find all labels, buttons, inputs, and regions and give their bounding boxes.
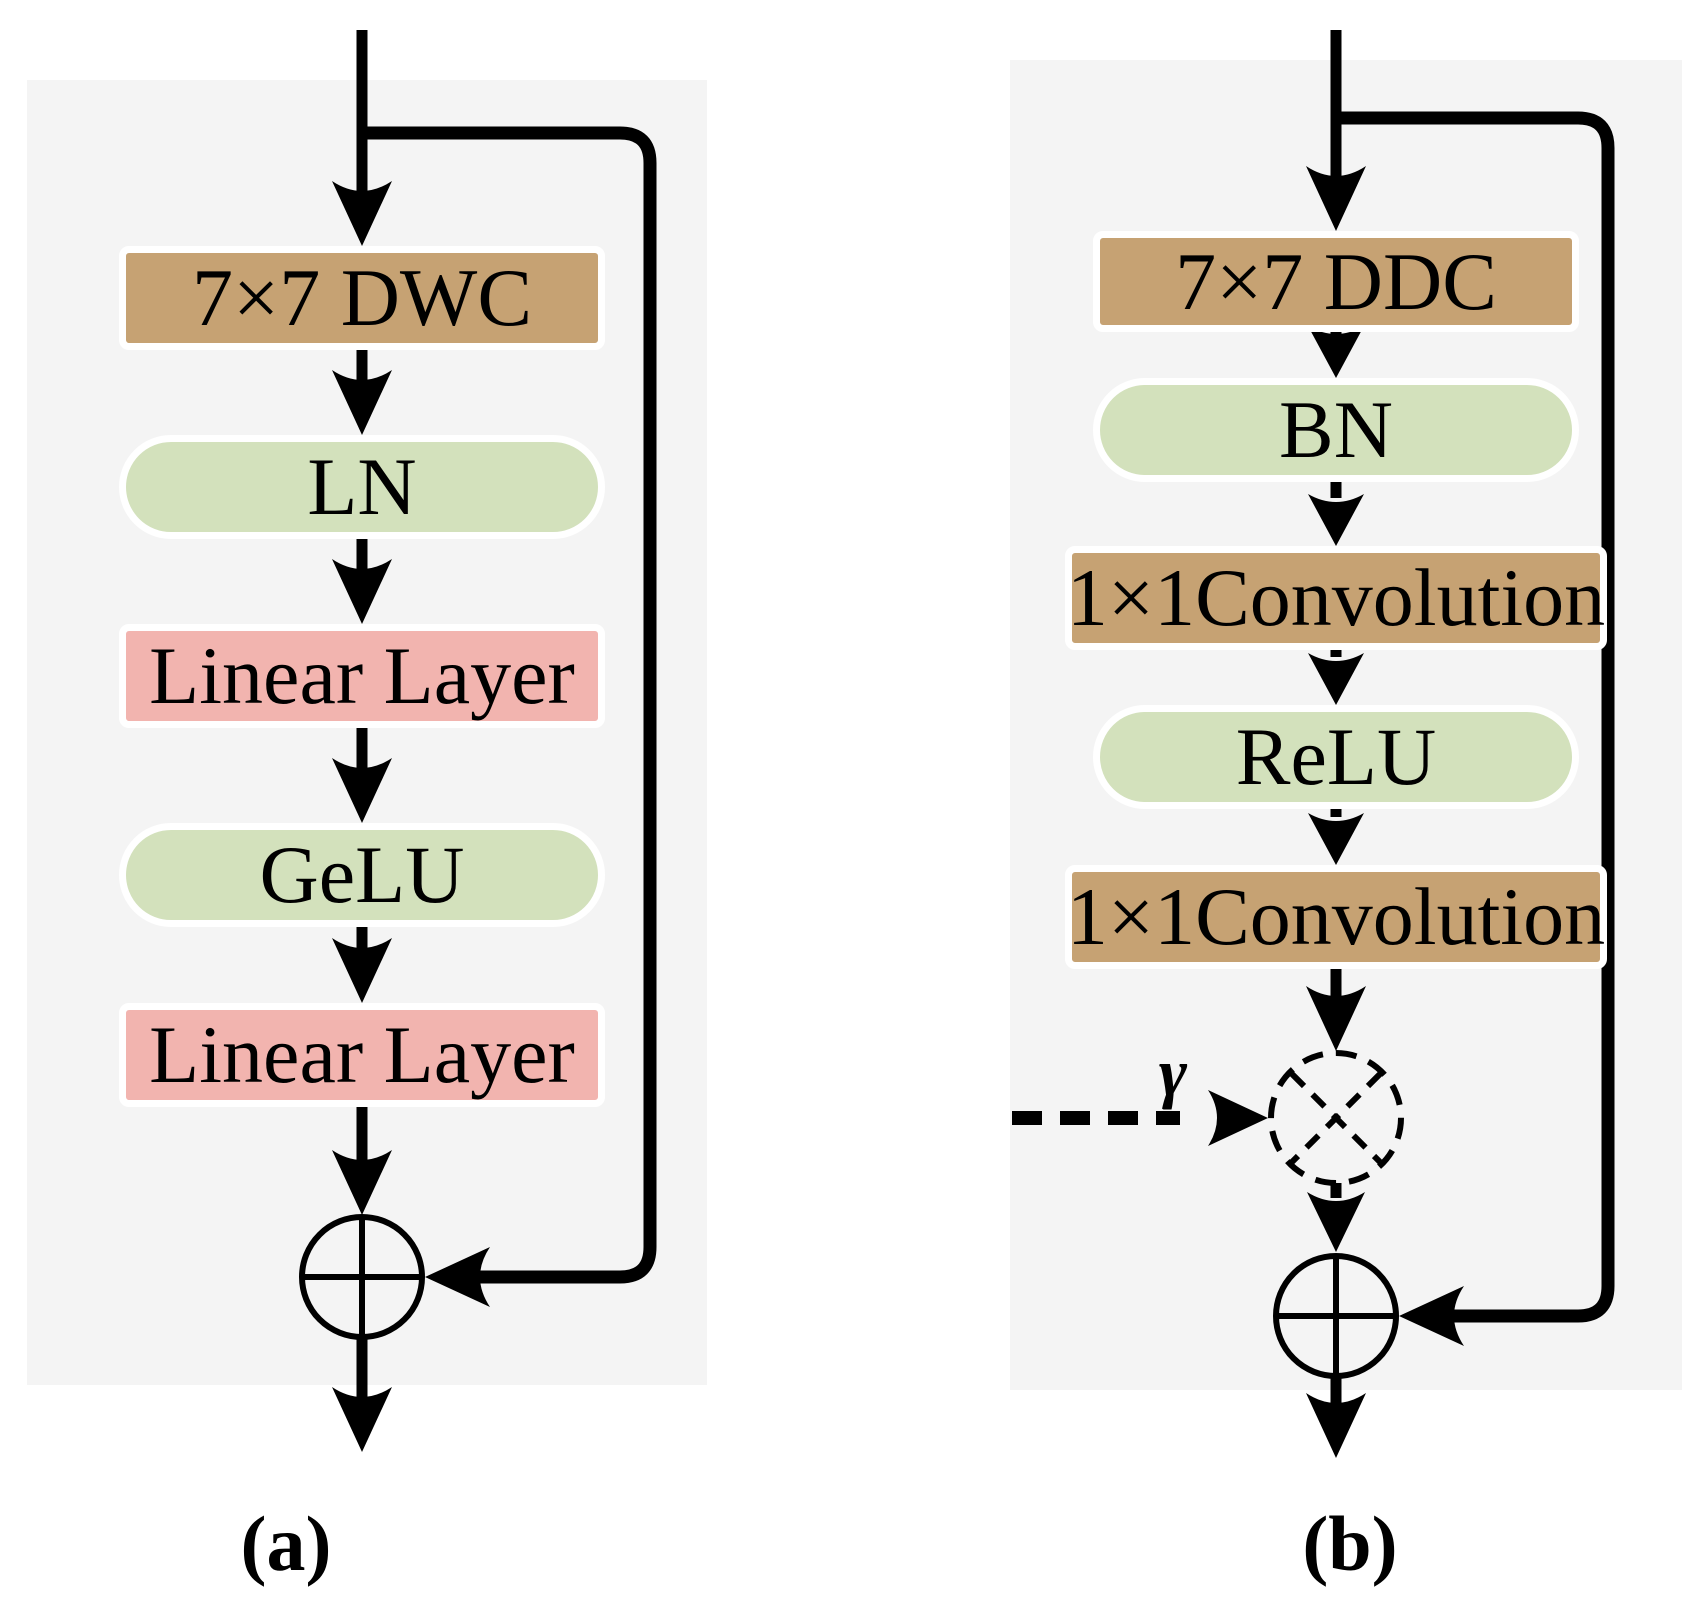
- add-operator-b: [1273, 1253, 1399, 1379]
- node-linear-layer-2: Linear Layer: [119, 1003, 605, 1107]
- node-label: 7×7 DWC: [191, 252, 533, 343]
- arrowheads-a: [332, 181, 490, 1452]
- caption-b: (b): [1302, 1500, 1398, 1587]
- node-label: GeLU: [259, 829, 465, 920]
- arrowheads-b: [1306, 166, 1464, 1458]
- node-1x1-convolution-1: 1×1Convolution: [1065, 546, 1607, 650]
- gamma-label: γ: [1158, 1033, 1188, 1110]
- node-label: Linear Layer: [149, 1009, 575, 1100]
- node-label: BN: [1279, 384, 1393, 475]
- node-ln: LN: [119, 435, 605, 539]
- node-label: ReLU: [1235, 711, 1437, 802]
- node-relu: ReLU: [1093, 705, 1579, 809]
- node-label: 1×1Convolution: [1066, 552, 1606, 643]
- node-7x7-dwc: 7×7 DWC: [119, 246, 605, 350]
- node-label: Linear Layer: [149, 630, 575, 721]
- multiply-operator-b: [1268, 1050, 1404, 1186]
- gamma-dashed-arrow: [1012, 1090, 1268, 1146]
- node-7x7-ddc: 7×7 DDC: [1093, 231, 1579, 332]
- skip-connection-a: [362, 126, 657, 1284]
- skip-connection-b: [1336, 111, 1615, 1323]
- node-label: 1×1Convolution: [1066, 871, 1606, 962]
- node-linear-layer-1: Linear Layer: [119, 624, 605, 728]
- caption-a: (a): [240, 1500, 332, 1587]
- node-gelu: GeLU: [119, 823, 605, 927]
- node-label: 7×7 DDC: [1175, 235, 1497, 327]
- node-1x1-convolution-2: 1×1Convolution: [1065, 865, 1607, 969]
- node-label: LN: [307, 441, 417, 532]
- add-operator-a: [299, 1214, 425, 1340]
- node-bn: BN: [1093, 378, 1579, 482]
